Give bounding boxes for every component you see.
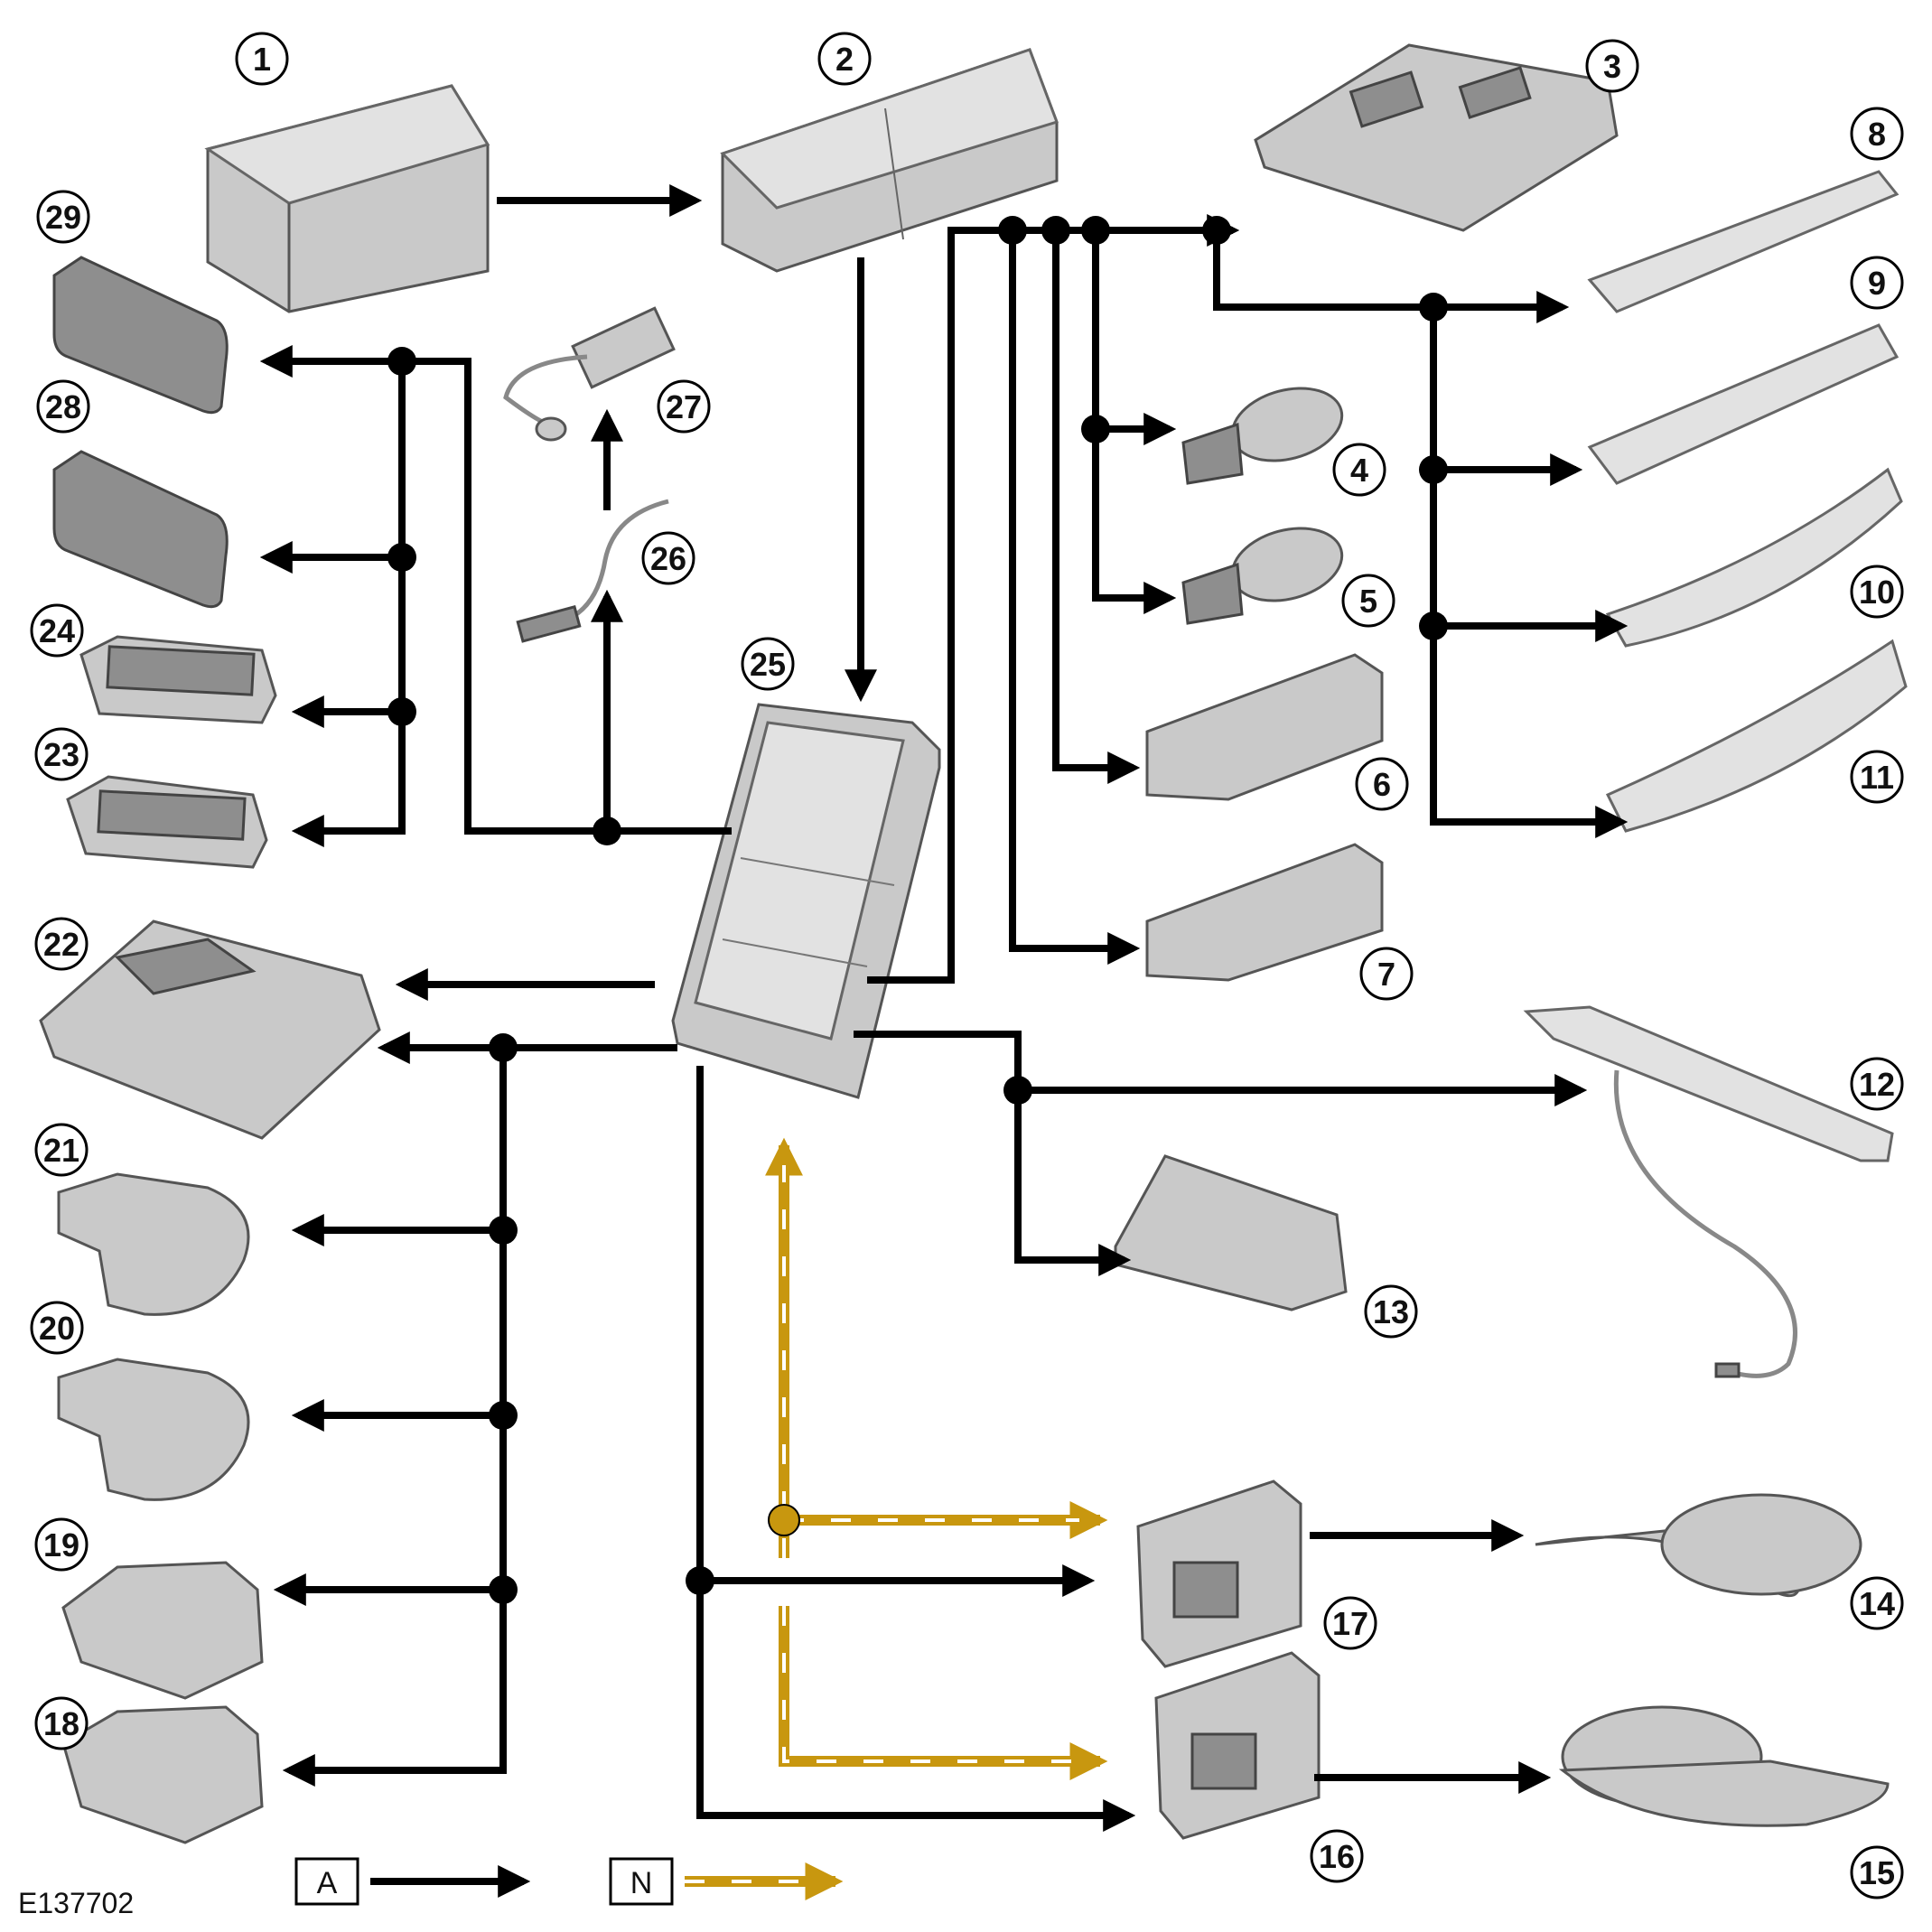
glovebox-lamp xyxy=(1114,1154,1348,1311)
control-module xyxy=(720,48,1059,273)
svg-text:25: 25 xyxy=(750,646,786,683)
svg-text:1: 1 xyxy=(253,41,271,78)
callout-5: 5 xyxy=(1341,574,1395,628)
map-lamp-23 xyxy=(66,775,268,869)
svg-text:8: 8 xyxy=(1868,116,1886,153)
callout-24: 24 xyxy=(30,603,84,658)
sill-plate-rear-left xyxy=(1605,467,1903,648)
svg-text:A: A xyxy=(317,1866,338,1900)
callout-19: 19 xyxy=(34,1517,89,1572)
lamp-upper xyxy=(1145,653,1384,801)
sensor-27 xyxy=(503,306,676,442)
svg-text:6: 6 xyxy=(1373,766,1391,803)
map-lamp-24 xyxy=(79,635,277,724)
svg-text:7: 7 xyxy=(1377,956,1395,993)
legend: A N xyxy=(294,1857,844,1906)
front-interior-lamp xyxy=(39,919,381,1140)
callout-2: 2 xyxy=(817,32,872,86)
svg-text:24: 24 xyxy=(39,612,75,649)
battery xyxy=(204,84,490,313)
callout-7: 7 xyxy=(1359,947,1414,1001)
door-module-lower xyxy=(1154,1651,1321,1840)
bulb-upper xyxy=(1181,387,1344,485)
svg-text:21: 21 xyxy=(43,1132,79,1169)
callout-17: 17 xyxy=(1323,1596,1377,1650)
legend-n: N xyxy=(609,1857,844,1906)
callout-18: 18 xyxy=(34,1696,89,1750)
mirror-left xyxy=(1535,1493,1862,1598)
switch-21 xyxy=(57,1172,250,1316)
callout-8: 8 xyxy=(1850,107,1904,161)
switch-19 xyxy=(61,1561,264,1700)
mirror-right xyxy=(1558,1705,1890,1827)
components xyxy=(39,43,1908,1844)
sun-visor-29 xyxy=(52,256,229,415)
legend-a: A xyxy=(294,1857,531,1906)
svg-text:23: 23 xyxy=(43,736,79,773)
sill-plate-front-right xyxy=(1587,323,1899,485)
svg-text:16: 16 xyxy=(1319,1838,1355,1875)
svg-text:15: 15 xyxy=(1859,1854,1895,1891)
svg-text:26: 26 xyxy=(650,540,686,577)
callout-26: 26 xyxy=(641,531,695,585)
sill-plate-rear-right xyxy=(1605,639,1908,833)
svg-text:14: 14 xyxy=(1859,1585,1895,1622)
callout-4: 4 xyxy=(1332,443,1386,497)
callout-20: 20 xyxy=(30,1301,84,1355)
door-module-upper xyxy=(1136,1479,1302,1668)
svg-text:22: 22 xyxy=(43,926,79,963)
sill-plate-front-left xyxy=(1587,170,1899,313)
callout-6: 6 xyxy=(1355,757,1409,811)
switch-18 xyxy=(61,1705,264,1844)
callout-21: 21 xyxy=(34,1123,89,1177)
illuminated-sill-with-cable xyxy=(1523,1005,1894,1378)
callout-22: 22 xyxy=(34,917,89,971)
callout-labels: 1 2 3 4 5 6 7 8 9 10 11 12 13 14 15 16 1… xyxy=(30,32,1904,1899)
svg-text:12: 12 xyxy=(1859,1066,1895,1103)
callout-28: 28 xyxy=(36,379,90,434)
svg-text:11: 11 xyxy=(1860,759,1894,796)
callout-25: 25 xyxy=(741,637,795,691)
callout-10: 10 xyxy=(1850,565,1904,619)
svg-text:17: 17 xyxy=(1332,1605,1368,1642)
switch-20 xyxy=(57,1358,250,1501)
callout-23: 23 xyxy=(34,727,89,781)
bulb-lower xyxy=(1181,527,1344,625)
network-n-wires xyxy=(765,1137,1108,1780)
callout-29: 29 xyxy=(36,190,90,244)
sun-visor-28 xyxy=(52,450,229,609)
svg-text:19: 19 xyxy=(43,1526,79,1563)
callout-15: 15 xyxy=(1850,1845,1904,1899)
svg-text:3: 3 xyxy=(1603,48,1621,85)
callout-1: 1 xyxy=(235,32,289,86)
svg-text:28: 28 xyxy=(45,388,81,425)
callout-27: 27 xyxy=(657,379,711,434)
callout-11: 11 xyxy=(1850,750,1904,804)
svg-text:27: 27 xyxy=(666,388,702,425)
central-junction-box xyxy=(671,703,941,1099)
svg-text:4: 4 xyxy=(1350,452,1368,489)
callout-9: 9 xyxy=(1850,256,1904,310)
svg-text:10: 10 xyxy=(1859,574,1895,611)
callout-12: 12 xyxy=(1850,1057,1904,1111)
svg-text:5: 5 xyxy=(1359,583,1377,620)
sensor-26 xyxy=(516,499,669,643)
svg-text:2: 2 xyxy=(835,41,854,78)
svg-text:N: N xyxy=(630,1866,653,1900)
connection-wires xyxy=(259,184,1629,1832)
overhead-console xyxy=(1254,43,1619,232)
callout-3: 3 xyxy=(1585,39,1639,93)
svg-text:29: 29 xyxy=(45,199,81,236)
svg-text:18: 18 xyxy=(43,1705,79,1742)
callout-13: 13 xyxy=(1364,1284,1418,1339)
figure-id: E137702 xyxy=(18,1887,134,1919)
svg-text:20: 20 xyxy=(39,1310,75,1347)
svg-text:13: 13 xyxy=(1373,1293,1409,1330)
lamp-lower xyxy=(1145,843,1384,982)
callout-14: 14 xyxy=(1850,1576,1904,1630)
svg-text:9: 9 xyxy=(1868,265,1886,302)
junction-dots xyxy=(387,216,1448,1604)
callout-16: 16 xyxy=(1310,1829,1364,1883)
